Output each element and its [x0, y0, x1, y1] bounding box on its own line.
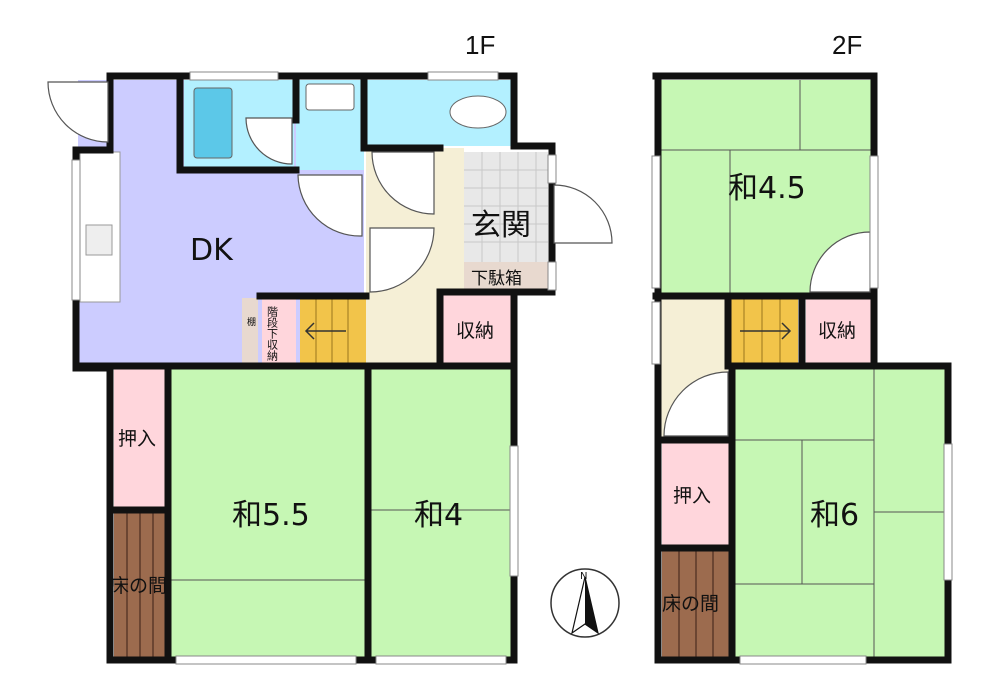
- getabako: [464, 262, 548, 290]
- sink-icon: [85, 224, 113, 256]
- stair-arrow-icon: [304, 322, 346, 340]
- storage-2f: [806, 298, 874, 364]
- shelf-1f: [242, 298, 258, 364]
- label-under-stair-storage: 階段下収納: [266, 305, 279, 362]
- label-storage-2f: 収納: [818, 320, 856, 342]
- label-wa6: 和6: [810, 498, 859, 533]
- floor-1-title: 1F: [465, 30, 495, 60]
- door-bath: [245, 117, 293, 165]
- genkan-floor: [464, 152, 548, 262]
- label-genkan: 玄関: [471, 208, 531, 243]
- storage-1f: [442, 292, 512, 364]
- label-tokonoma-1f: 床の間: [110, 575, 167, 597]
- floor-2-title: 2F: [832, 30, 862, 60]
- door-dk: [369, 227, 435, 293]
- oshiire-1f: [114, 368, 166, 508]
- compass: N: [550, 568, 620, 638]
- entry-door-kitchen: [47, 81, 109, 143]
- label-getabako: 下駄箱: [471, 269, 522, 289]
- oshiire-2f: [662, 442, 730, 546]
- front-door: [553, 184, 613, 244]
- floor-2-plan: [651, 72, 953, 665]
- floor-1-plan: [47, 71, 613, 665]
- room-wa55: [170, 368, 366, 658]
- label-tokonoma-2f: 床の間: [662, 593, 719, 615]
- label-dk: DK: [190, 233, 234, 268]
- under-stair-storage: [262, 298, 296, 364]
- label-oshiire-1f: 押入: [118, 428, 156, 450]
- stair-arrow-icon-2f: [740, 322, 792, 340]
- wash-basin-icon: [305, 83, 355, 111]
- door-toilet: [371, 151, 435, 215]
- room-wa6: [734, 368, 946, 658]
- label-wa4: 和4: [414, 498, 463, 533]
- toilet-icon: [449, 95, 507, 129]
- room-wa4: [370, 368, 514, 658]
- label-oshiire-2f: 押入: [673, 485, 711, 507]
- door-wa45: [809, 231, 871, 293]
- door-wa6: [663, 371, 729, 437]
- label-storage-1f: 収納: [456, 320, 494, 342]
- compass-north-label: N: [580, 571, 587, 582]
- door-washroom: [297, 174, 363, 237]
- label-shelf: 棚: [247, 316, 256, 328]
- bathtub-icon: [193, 87, 233, 159]
- label-wa55: 和5.5: [232, 498, 310, 533]
- label-wa45: 和4.5: [728, 171, 806, 206]
- north-arrow-icon: [585, 577, 598, 633]
